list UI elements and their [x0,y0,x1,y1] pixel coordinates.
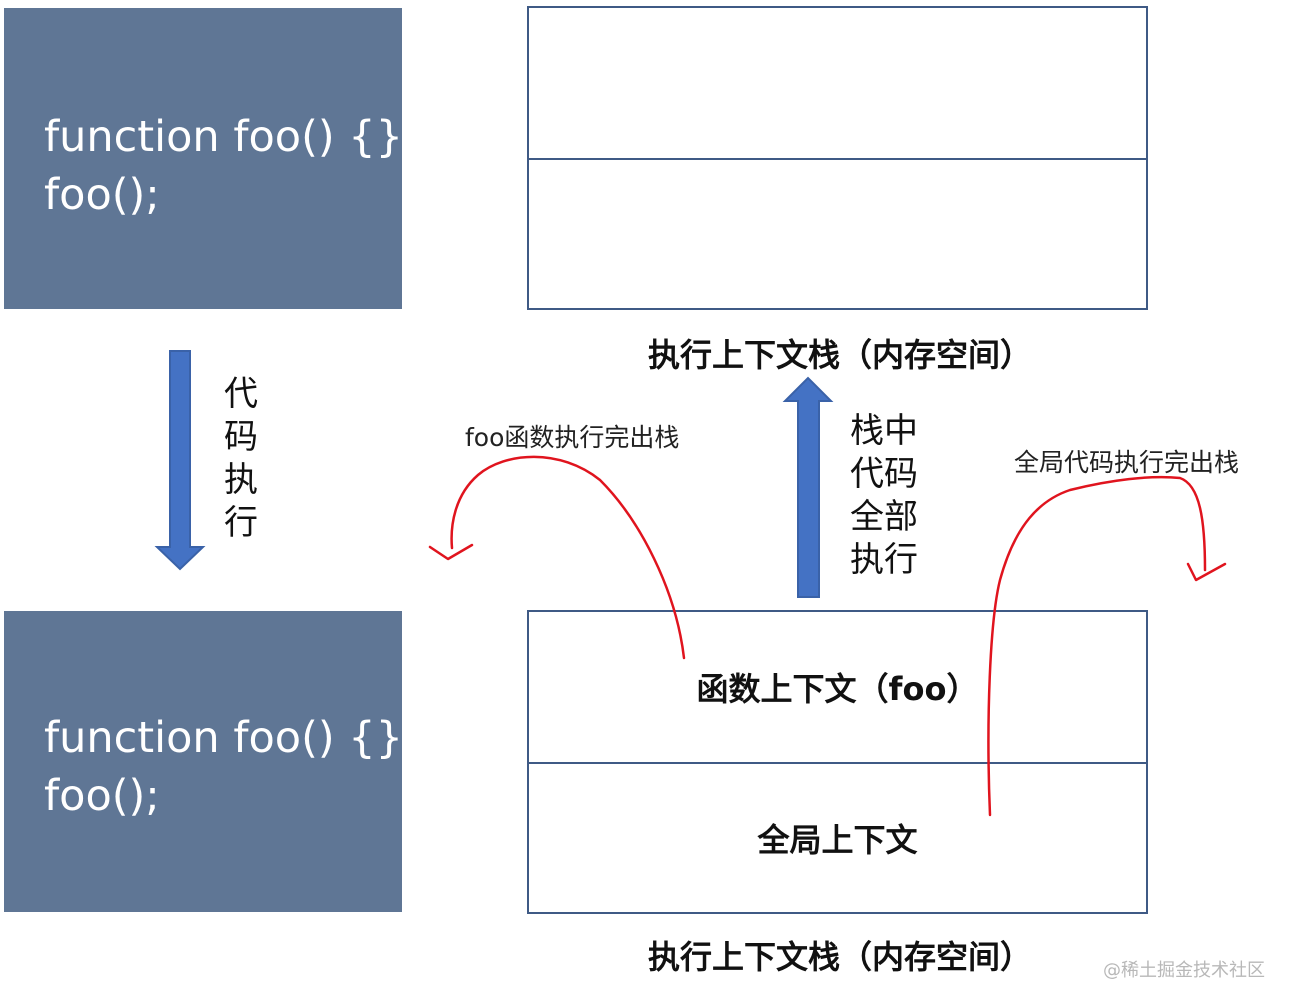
function-context-label: 函数上下文（foo） [696,670,979,708]
stack-caption-top: 执行上下文栈（内存空间） [648,336,1033,374]
stack-code-executed-label: 栈中 代码 全部 执行 [850,411,918,580]
code-box-before: function foo() {}; foo(); [4,8,418,309]
execution-stack-empty [527,6,1148,310]
global-pop-arrowhead-icon [1186,562,1227,582]
foo-pop-annotation: foo函数执行完出栈 [465,423,680,452]
stack-slot-global-context: 全局上下文 [529,764,1146,912]
global-pop-curve [987,475,1207,817]
code-line-2: foo(); [44,771,160,821]
code-line-2: foo(); [44,170,160,220]
stack-divider [529,762,1146,764]
watermark: @稀土掘金技术社区 [1103,960,1265,981]
global-context-label: 全局上下文 [757,821,918,859]
foo-pop-arrowhead-icon [428,543,474,561]
code-line-1: function foo() {}; [44,112,418,162]
global-pop-annotation: 全局代码执行完出栈 [1014,448,1240,477]
code-execution-label: 代 码 执 行 [224,374,258,543]
stack-caption-bottom: 执行上下文栈（内存空间） [648,938,1033,976]
up-arrow-icon [782,376,834,598]
stack-slot-function-context: 函数上下文（foo） [529,612,1146,762]
execution-stack-filled: 函数上下文（foo） 全局上下文 [527,610,1148,914]
code-line-1: function foo() {}; [44,713,418,763]
stack-divider [529,158,1146,160]
down-arrow-icon [154,350,206,571]
code-box-after: function foo() {}; foo(); [4,611,418,912]
foo-pop-curve [450,455,686,660]
